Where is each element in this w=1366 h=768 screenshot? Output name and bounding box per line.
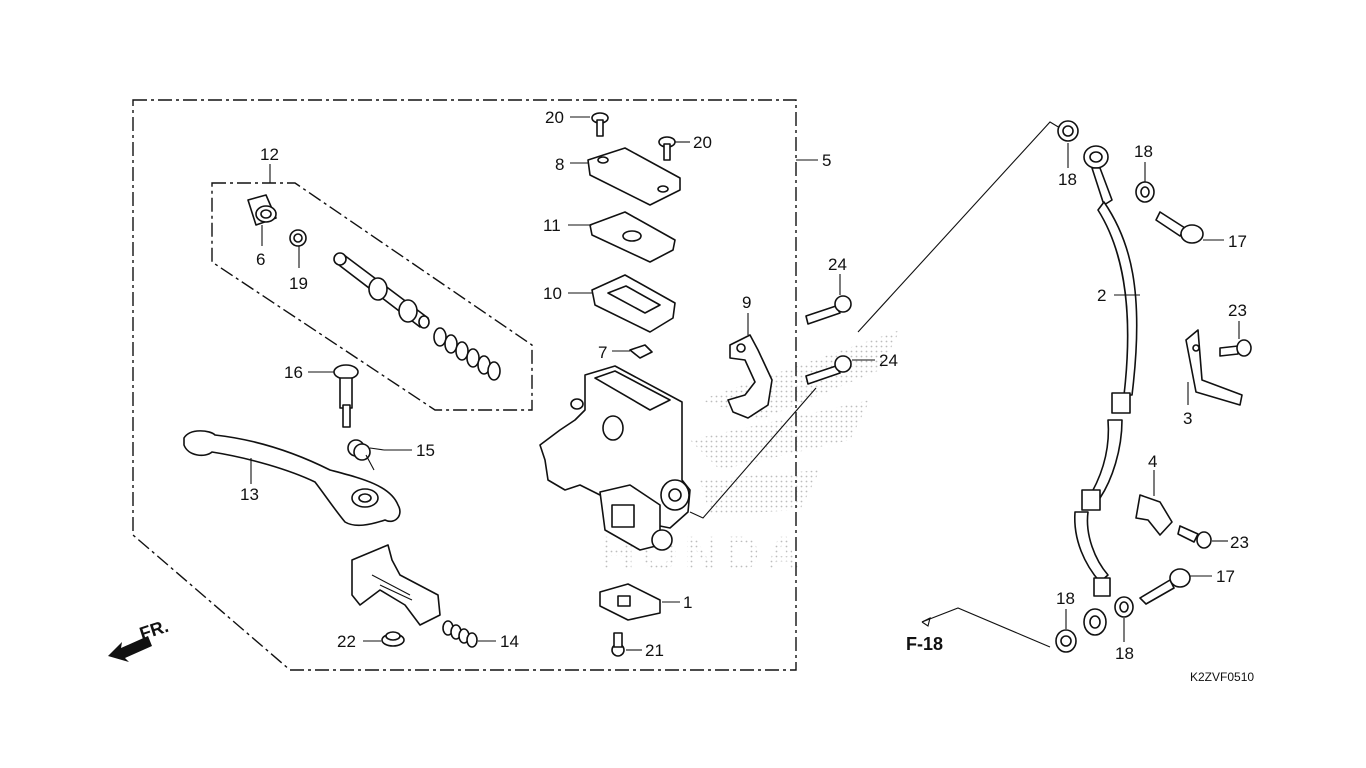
sealing-washer-part-3[interactable] [1055, 629, 1077, 653]
callout-14[interactable]: 14 [500, 632, 519, 651]
callout-3[interactable]: 3 [1183, 409, 1192, 428]
callout-20b[interactable]: 20 [693, 133, 712, 152]
master-cylinder-holder-part[interactable] [727, 334, 773, 419]
callout-18d[interactable]: 18 [1115, 644, 1134, 663]
callout-16[interactable]: 16 [284, 363, 303, 382]
callout-24b[interactable]: 24 [879, 351, 898, 370]
callout-1[interactable]: 1 [683, 593, 692, 612]
master-cylinder-body[interactable] [539, 365, 691, 551]
circlip-part[interactable] [289, 229, 307, 247]
lever-pivot-bolt-part[interactable] [333, 364, 359, 428]
hose-clamp-part[interactable] [1135, 494, 1173, 536]
bracket-bolt-part[interactable] [1219, 339, 1252, 357]
piston-part[interactable] [333, 252, 430, 329]
nut-part[interactable] [381, 631, 405, 647]
callout-21[interactable]: 21 [645, 641, 664, 660]
holder-bolt-part[interactable] [805, 295, 852, 325]
callout-2[interactable]: 2 [1097, 286, 1106, 305]
banjo-bolt-part-2[interactable] [1139, 568, 1191, 605]
master-cylinder-assembly-outline [132, 99, 797, 671]
callout-11[interactable]: 11 [543, 216, 561, 235]
switch-screw-part[interactable] [611, 632, 625, 657]
piston-spring-part[interactable] [433, 327, 501, 381]
callout-8[interactable]: 8 [555, 155, 564, 174]
brake-lever-part[interactable] [183, 430, 401, 527]
callout-17a[interactable]: 17 [1228, 232, 1247, 251]
callout-19[interactable]: 19 [289, 274, 308, 293]
callout-12[interactable]: 12 [260, 145, 279, 164]
switch-cam-part[interactable] [351, 544, 441, 626]
honda-wing-watermark [690, 330, 900, 515]
callout-18b[interactable]: 18 [1134, 142, 1153, 161]
callout-23a[interactable]: 23 [1228, 301, 1247, 320]
front-direction-arrow-icon [108, 636, 152, 662]
callout-17b[interactable]: 17 [1216, 567, 1235, 586]
piston-kit-outline [211, 182, 533, 411]
reservoir-cap-part[interactable] [587, 147, 681, 206]
bracket-bolt-part-2[interactable] [1177, 525, 1212, 549]
sealing-washer-part-2[interactable] [1135, 181, 1155, 203]
diaphragm-plate-part[interactable] [589, 211, 676, 263]
diagram-code: K2ZVF0510 [1190, 670, 1254, 684]
banjo-bolt-part[interactable] [1155, 211, 1204, 244]
reservoir-cap-screw-part[interactable] [591, 112, 609, 137]
callout-7[interactable]: 7 [598, 343, 607, 362]
diaphragm-part[interactable] [591, 274, 676, 333]
page-reference-link[interactable]: F-18 [906, 634, 943, 654]
hose-bracket-part[interactable] [1185, 329, 1243, 406]
lever-spring-part[interactable] [347, 439, 385, 471]
callout-18c[interactable]: 18 [1056, 589, 1075, 608]
switch-spring-part[interactable] [442, 620, 478, 648]
piston-boot-part[interactable] [247, 194, 277, 226]
front-marker: FR. [137, 616, 171, 644]
callout-24a[interactable]: 24 [828, 255, 847, 274]
callout-23b[interactable]: 23 [1230, 533, 1249, 552]
callout-9[interactable]: 9 [742, 293, 751, 312]
callout-22[interactable]: 22 [337, 632, 356, 651]
callout-20a[interactable]: 20 [545, 108, 564, 127]
brake-hose-part[interactable] [1074, 145, 1138, 636]
callout-4[interactable]: 4 [1148, 452, 1157, 471]
callout-18a[interactable]: 18 [1058, 170, 1077, 189]
callout-5[interactable]: 5 [822, 151, 831, 170]
float-part[interactable] [629, 344, 653, 359]
sealing-washer-part[interactable] [1057, 120, 1079, 142]
reservoir-cap-screw-part-2[interactable] [658, 136, 676, 161]
sealing-washer-part-4[interactable] [1114, 596, 1134, 618]
brake-light-switch-part[interactable] [599, 583, 661, 621]
callout-13[interactable]: 13 [240, 485, 259, 504]
callout-10[interactable]: 10 [543, 284, 562, 303]
callout-6[interactable]: 6 [256, 250, 265, 269]
holder-bolt-part-2[interactable] [805, 355, 852, 385]
callout-15[interactable]: 15 [416, 441, 435, 460]
